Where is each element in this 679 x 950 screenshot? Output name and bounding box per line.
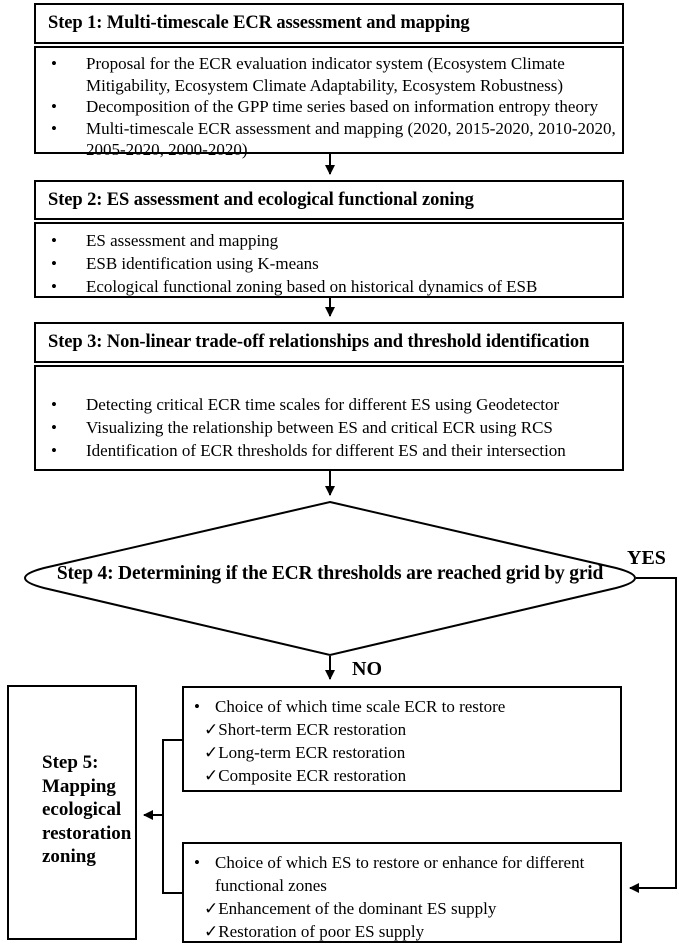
step5-title-line: Mapping [42,775,116,797]
no-branch-label: NO [352,658,382,680]
bullet-item: Proposal for the ECR evaluation indicato… [36,53,622,96]
step5-title-line: restoration [42,822,132,844]
bullet-item: Identification of ECR thresholds for dif… [36,439,622,462]
step1-body-box: Proposal for the ECR evaluation indicato… [34,46,624,159]
restore-es-list: Choice of which ES to restore or enhance… [184,851,620,943]
bullet-item: ESB identification using K-means [36,252,622,275]
step1-title-box: Step 1: Multi-timescale ECR assessment a… [34,3,624,44]
bullet-item: Decomposition of the GPP time series bas… [36,96,622,118]
step2-body-box: ES assessment and mapping ESB identifica… [34,222,624,298]
bullet-item: Visualizing the relationship between ES … [36,416,622,439]
step1-bullet-list: Proposal for the ECR evaluation indicato… [36,53,622,161]
step4-diamond-shape [24,500,636,657]
step3-bullet-list: Detecting critical ECR time scales for d… [36,393,622,462]
step3-title-box: Step 3: Non-linear trade-off relationshi… [34,322,624,363]
yes-branch-label: YES [627,547,666,569]
bullet-item: Choice of which ES to restore or enhance… [184,851,620,897]
step3-title: Step 3: Non-linear trade-off relationshi… [48,332,590,352]
step2-bullet-list: ES assessment and mapping ESB identifica… [36,229,622,298]
bullet-item: ES assessment and mapping [36,229,622,252]
restore-timescale-box: Choice of which time scale ECR to restor… [182,686,622,792]
restore-es-box: Choice of which ES to restore or enhance… [182,842,622,943]
check-item: ✓Enhancement of the dominant ES supply [204,899,497,918]
step4-decision-label: Step 4: Determining if the ECR threshold… [56,563,604,584]
bullet-item: Detecting critical ECR time scales for d… [36,393,622,416]
check-item: ✓Composite ECR restoration [204,766,407,785]
step5-box: Step 5: Mapping ecological restoration z… [7,685,137,940]
step5-title-line: zoning [42,846,96,867]
bullet-item: Ecological functional zoning based on hi… [36,275,622,298]
merge-bracket-line [162,739,182,894]
check-item: ✓Restoration of poor ES supply [204,922,425,941]
bullet-item: Choice of which time scale ECR to restor… [184,695,620,718]
yes-branch-line [629,577,677,893]
restore-timescale-list: Choice of which time scale ECR to restor… [184,695,620,787]
step2-title-box: Step 2: ES assessment and ecological fun… [34,180,624,220]
check-item: ✓Short-term ECR restoration [204,720,407,739]
check-item: ✓Long-term ECR restoration [204,743,406,762]
step3-body-box: Detecting critical ECR time scales for d… [34,365,624,471]
step2-title: Step 2: ES assessment and ecological fun… [48,189,474,210]
bullet-item: Multi-timescale ECR assessment and mappi… [36,118,622,161]
step5-title-line: Step 5: [42,752,99,773]
step5-title-line: ecological [42,799,122,820]
step1-title: Step 1: Multi-timescale ECR assessment a… [48,13,470,33]
